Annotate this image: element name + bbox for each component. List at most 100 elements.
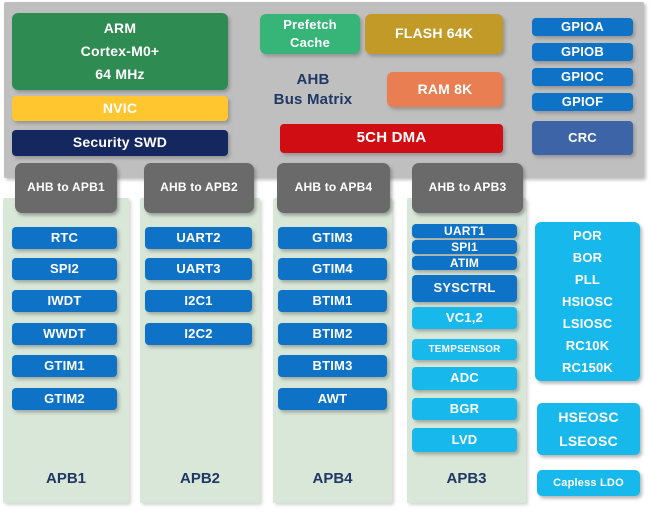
osc-line: PLL (574, 271, 601, 287)
osc-line: RC150K (561, 359, 614, 375)
peripheral-block: GTIM1 (12, 355, 117, 377)
apb2-label: APB2 (179, 470, 220, 487)
peripheral-label: VC1,2 (445, 309, 484, 325)
bridge-ahb-apb2: AHB to APB2 (144, 163, 254, 213)
prefetch-line: Cache (289, 35, 331, 50)
cpu-line: ARM (103, 20, 137, 36)
peripheral-block: I2C1 (145, 290, 252, 312)
bus-matrix-line: Bus Matrix (273, 91, 353, 108)
peripheral-label: UART1 (443, 224, 485, 238)
peripheral-label: BTIM2 (312, 325, 353, 341)
crc-label: CRC (568, 129, 597, 145)
peripheral-label: I2C1 (184, 292, 213, 308)
ram-block: RAM 8K (387, 72, 503, 107)
prefetch-line: Prefetch (283, 17, 337, 32)
dma-label: 5CH DMA (356, 129, 427, 147)
bridge-ahb-apb3: AHB to APB3 (412, 163, 523, 213)
peripheral-block: LVD (412, 428, 517, 452)
peripheral-label: BTIM3 (312, 357, 353, 373)
peripheral-block: GTIM3 (278, 227, 387, 249)
crc-block: CRC (532, 121, 633, 155)
nvic-block: NVIC (12, 96, 228, 121)
gpio-block-f: GPIOF (532, 93, 633, 111)
peripheral-block: SPI2 (12, 258, 117, 280)
peripheral-block: SYSCTRL (412, 275, 517, 302)
peripheral-label: RTC (50, 229, 79, 245)
cpu-block: ARM Cortex-M0+ 64 MHz (12, 13, 228, 90)
security-swd-label: Security SWD (72, 134, 168, 151)
peripheral-label: BTIM1 (312, 292, 353, 308)
peripheral-block: BGR (412, 398, 517, 420)
peripheral-block: RTC (12, 227, 117, 249)
bus-matrix-line: AHB (296, 71, 330, 88)
peripheral-block: SPI1 (412, 240, 517, 254)
peripheral-label: SPI2 (50, 260, 79, 276)
apb4-label: APB4 (312, 470, 353, 487)
bridge-ahb-apb1: AHB to APB1 (15, 163, 117, 213)
cpu-line: Cortex-M0+ (80, 43, 160, 59)
bridge-label: AHB to APB3 (428, 180, 507, 195)
bridge-label: AHB to APB2 (160, 180, 238, 195)
peripheral-label: GTIM3 (312, 229, 353, 245)
peripheral-label: GTIM4 (312, 260, 353, 276)
bridge-ahb-apb4: AHB to APB4 (277, 163, 390, 213)
peripheral-block: TEMPSENSOR (412, 339, 517, 360)
peripheral-block: GTIM4 (278, 258, 387, 280)
osc-line: LSEOSC (559, 433, 618, 449)
ram-label: RAM 8K (417, 80, 473, 97)
peripheral-label: SPI1 (451, 240, 478, 254)
bridge-label: AHB to APB4 (294, 180, 373, 195)
apb1-label: APB1 (45, 470, 86, 487)
capless-ldo-block: Capless LDO (537, 470, 640, 496)
osc-line: BOR (572, 249, 603, 265)
peripheral-block: GTIM2 (12, 388, 117, 410)
analog-osc-block: POR BOR PLL HSIOSC LSIOSC RC10K RC150K (535, 222, 640, 381)
peripheral-label: GTIM2 (44, 390, 85, 406)
peripheral-label: TEMPSENSOR (428, 344, 501, 355)
ldo-label: Capless LDO (553, 476, 624, 489)
ahb-bus-matrix-label: AHB Bus Matrix (258, 70, 368, 110)
gpio-label: GPIOA (561, 18, 604, 34)
osc-line: HSEOSC (558, 409, 619, 425)
dma-block: 5CH DMA (280, 124, 503, 153)
gpio-label: GPIOB (561, 43, 604, 59)
osc-line: HSIOSC (561, 293, 614, 309)
prefetch-cache-block: Prefetch Cache (260, 14, 360, 54)
osc-line: RC10K (565, 337, 610, 353)
peripheral-label: GTIM1 (44, 357, 85, 373)
peripheral-block: WWDT (12, 323, 117, 345)
peripheral-block: IWDT (12, 290, 117, 312)
osc-line: POR (573, 227, 602, 243)
peripheral-block: ATIM (412, 256, 517, 270)
peripheral-block: AWT (278, 388, 387, 410)
apb3-label: APB3 (446, 470, 487, 487)
flash-label: FLASH 64K (394, 25, 474, 42)
peripheral-label: LVD (451, 431, 478, 447)
peripheral-block: UART2 (145, 227, 252, 249)
peripheral-label: AWT (317, 390, 348, 406)
peripheral-block: I2C2 (145, 323, 252, 345)
gpio-label: GPIOF (561, 93, 604, 109)
peripheral-label: IWDT (47, 292, 82, 308)
peripheral-label: ADC (450, 370, 479, 386)
peripheral-block: BTIM3 (278, 355, 387, 377)
cpu-line: 64 MHz (95, 66, 145, 82)
peripheral-label: UART3 (176, 260, 221, 276)
gpio-label: GPIOC (561, 68, 604, 84)
ext-osc-block: HSEOSC LSEOSC (537, 403, 640, 455)
peripheral-label: I2C2 (184, 325, 213, 341)
peripheral-block: BTIM1 (278, 290, 387, 312)
peripheral-block: UART1 (412, 224, 517, 238)
nvic-label: NVIC (102, 99, 138, 116)
peripheral-label: ATIM (449, 256, 480, 270)
gpio-block-c: GPIOC (532, 68, 633, 86)
gpio-block-a: GPIOA (532, 18, 633, 36)
peripheral-block: ADC (412, 367, 517, 390)
peripheral-block: BTIM2 (278, 323, 387, 345)
flash-block: FLASH 64K (365, 14, 503, 54)
gpio-block-b: GPIOB (532, 43, 633, 61)
peripheral-label: BGR (449, 400, 480, 416)
peripheral-label: SYSCTRL (433, 280, 496, 296)
security-swd-block: Security SWD (12, 130, 228, 156)
